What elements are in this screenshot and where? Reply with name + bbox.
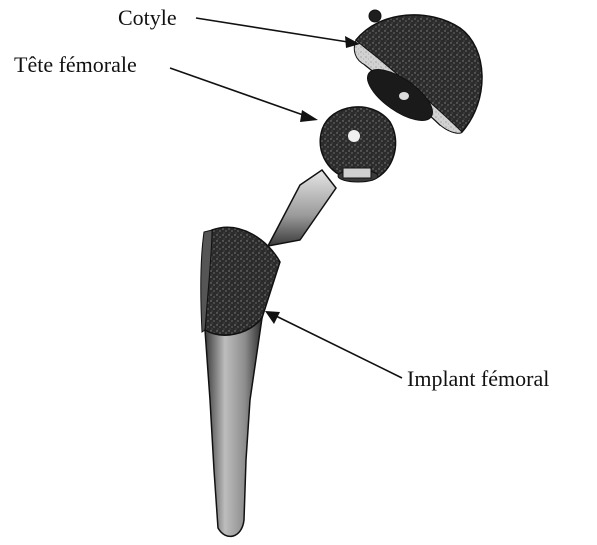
implant-femoral-part [201, 170, 336, 536]
implant-femoral-leader-arrow [265, 311, 402, 378]
implant-femoral-label: Implant fémoral [407, 366, 549, 391]
tete-femorale-part [320, 107, 395, 182]
cotyle-leader-arrow [196, 18, 360, 48]
tete-femorale-label: Tête fémorale [14, 52, 137, 77]
tete-femorale-leader-arrow [170, 68, 318, 122]
cotyle-label: Cotyle [118, 5, 177, 30]
